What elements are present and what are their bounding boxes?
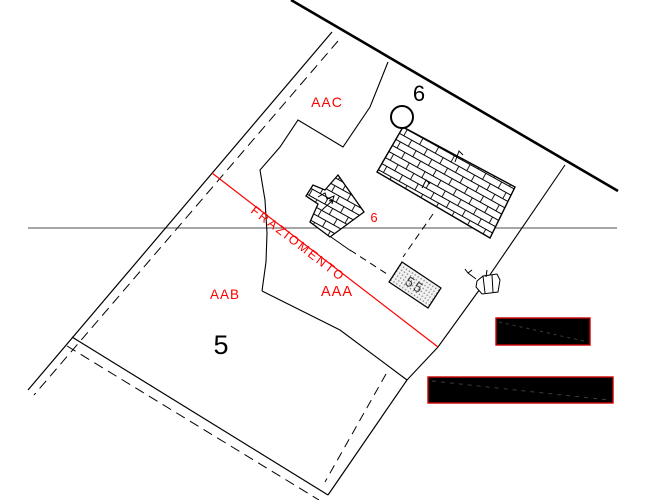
building-tick-mark-1 <box>454 150 464 163</box>
subdivision-red-line <box>211 172 439 348</box>
parcel-boundary-right <box>406 164 566 381</box>
parcel-boundary-bottom <box>71 336 329 496</box>
road-edge-line <box>290 0 619 193</box>
parcel-6-number: 6 <box>413 81 425 106</box>
small-building-annotation-squiggle <box>317 192 335 211</box>
dashed-boundary-bottom-right <box>324 373 387 483</box>
subparcel-aaa-label: AAA <box>321 284 353 300</box>
parcel-boundary-left <box>27 31 333 391</box>
dashed-boundary-left <box>33 40 339 396</box>
main-building-footprint <box>376 126 516 239</box>
subparcel-aab-label: AAB <box>210 287 240 302</box>
dashed-boundary-bottom <box>66 345 320 500</box>
redaction-box-2 <box>427 376 614 404</box>
outbuilding-55: 55 <box>388 261 442 309</box>
subparcel-aac-label: AAC <box>311 94 343 110</box>
parcel-boundary-bottom-right <box>327 379 408 496</box>
small-building-tail-line <box>330 236 352 252</box>
redaction-box-1 <box>495 317 591 346</box>
small-building-footprint <box>305 173 365 238</box>
parcel-5-number: 5 <box>213 330 228 360</box>
internal-boundary-zigzag <box>259 61 389 292</box>
building-tick-mark-2 <box>421 179 431 189</box>
dashed-connector-small-building <box>349 249 391 277</box>
utility-symbol <box>464 268 501 295</box>
dashed-connector-main-building <box>402 213 434 258</box>
zone-6-red-label: 6 <box>370 210 377 225</box>
outbuilding-55-footprint <box>388 261 442 309</box>
circle-symbol <box>390 105 414 129</box>
internal-boundary-divider <box>261 290 408 381</box>
